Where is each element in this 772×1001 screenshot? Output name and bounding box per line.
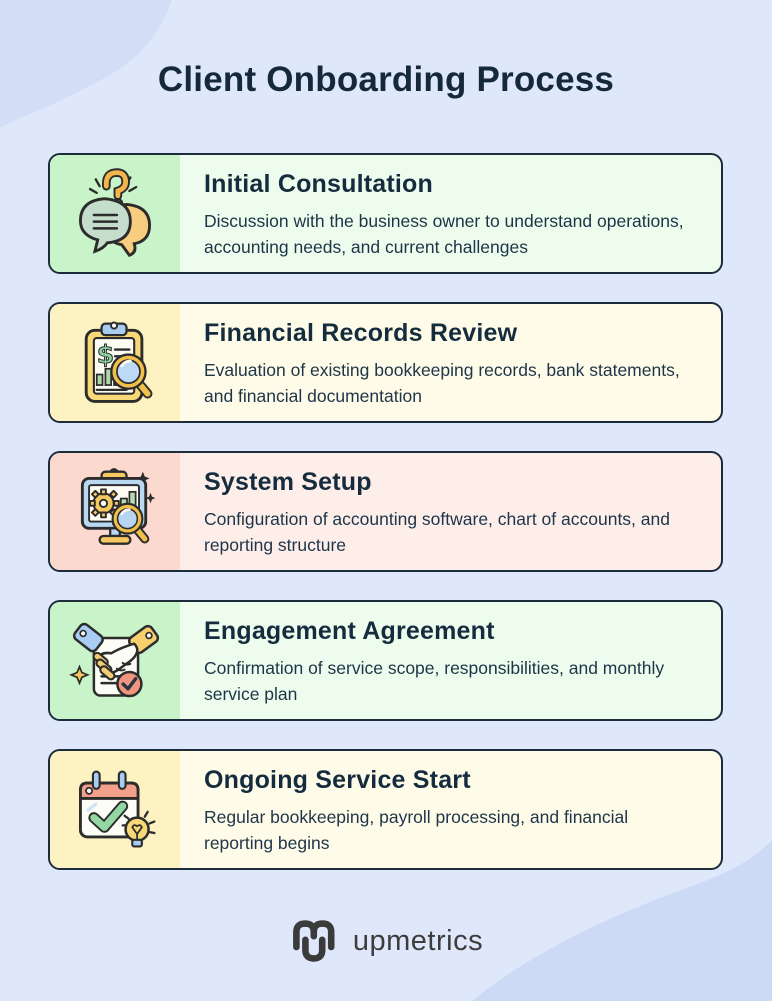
- step-description: Confirmation of service scope, responsib…: [204, 658, 665, 704]
- step-description: Evaluation of existing bookkeeping recor…: [204, 360, 680, 406]
- step-title: Ongoing Service Start: [204, 766, 471, 794]
- calendar-check-bulb-icon: [79, 770, 156, 848]
- step-icon-panel: [50, 155, 180, 272]
- step-description: Configuration of accounting software, ch…: [204, 509, 670, 555]
- step-card-body: Initial Consultation Discussion with the…: [180, 155, 721, 272]
- step-card-system-setup: System Setup Configuration of accounting…: [48, 451, 723, 572]
- svg-text:$: $: [97, 340, 114, 369]
- step-card-body: System Setup Configuration of accounting…: [180, 453, 721, 570]
- step-card-financial-records-review: $: [48, 302, 723, 423]
- steps-list: Initial Consultation Discussion with the…: [48, 153, 723, 870]
- handshake-document-icon: [69, 622, 160, 697]
- step-icon-panel: [50, 602, 180, 719]
- chat-bubbles-icon: [78, 167, 152, 257]
- monitor-gear-icon: [80, 467, 156, 545]
- brand-name: upmetrics: [352, 924, 484, 957]
- step-card-body: Ongoing Service Start Regular bookkeepin…: [180, 751, 721, 868]
- step-card-body: Engagement Agreement Confirmation of ser…: [180, 602, 721, 719]
- step-card-initial-consultation: Initial Consultation Discussion with the…: [48, 153, 723, 274]
- step-card-ongoing-service-start: Ongoing Service Start Regular bookkeepin…: [48, 749, 723, 870]
- step-description: Regular bookkeeping, payroll processing,…: [204, 807, 629, 853]
- upmetrics-logo-icon: [292, 920, 335, 962]
- clipboard-magnifier-icon: $: [84, 321, 153, 403]
- step-icon-panel: [50, 453, 180, 570]
- step-icon-panel: [50, 751, 180, 868]
- step-title: Engagement Agreement: [204, 617, 495, 645]
- step-title: Initial Consultation: [204, 170, 433, 198]
- step-description: Discussion with the business owner to un…: [204, 211, 684, 257]
- page-title: Client Onboarding Process: [157, 60, 615, 99]
- step-title: Financial Records Review: [204, 319, 518, 347]
- step-title: System Setup: [204, 468, 372, 496]
- footer-brand: upmetrics: [0, 917, 772, 965]
- step-icon-panel: $: [50, 304, 180, 421]
- step-card-engagement-agreement: Engagement Agreement Confirmation of ser…: [48, 600, 723, 721]
- step-card-body: Financial Records Review Evaluation of e…: [180, 304, 721, 421]
